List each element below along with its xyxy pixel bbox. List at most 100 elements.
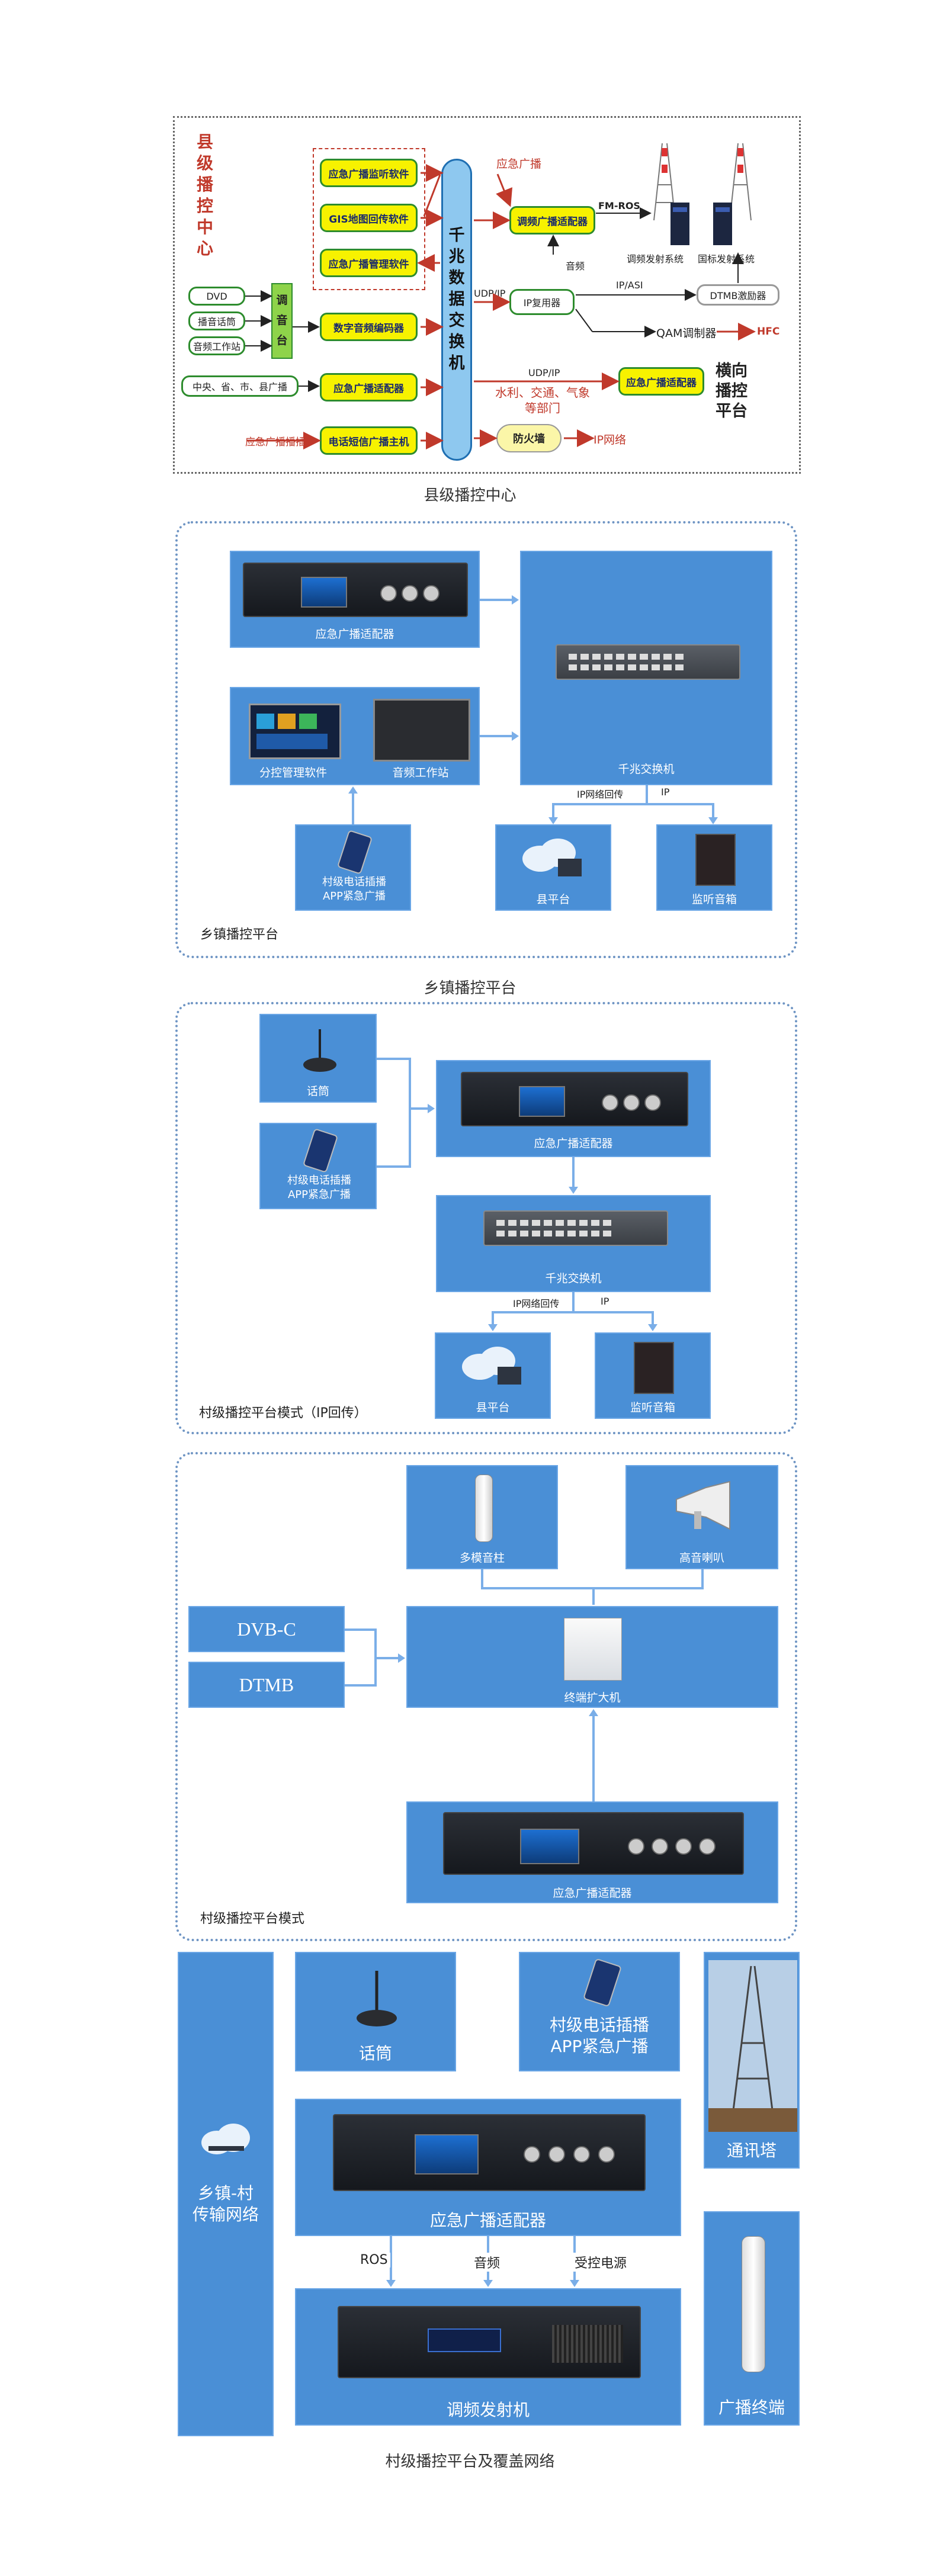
switch-device-image <box>483 1210 668 1246</box>
county-center-side-title: 县级播控中心 <box>196 132 213 258</box>
controlled-power-label: 受控电源 <box>572 2253 630 2272</box>
arrow <box>708 817 718 824</box>
software-group-frame <box>313 148 425 290</box>
broadcast-terminal-panel: 广播终端 <box>704 2211 800 2426</box>
tower-icon <box>708 1960 797 2132</box>
phone-icon <box>336 830 373 875</box>
connector <box>345 1684 376 1687</box>
phone-insert-label: 应急广播播插 <box>245 436 306 448</box>
village-ip-county-label: 县平台 <box>476 1401 510 1414</box>
adapter-device-image <box>461 1072 688 1126</box>
tower-label: 通讯塔 <box>726 2141 777 2160</box>
adapter-device-image <box>443 1812 744 1875</box>
terminal-amp-panel: 终端扩大机 <box>406 1606 778 1708</box>
connector <box>377 1058 410 1060</box>
township-speaker-panel: 监听音箱 <box>656 824 772 911</box>
speaker-icon <box>695 834 736 886</box>
dtmb-box: DTMB <box>188 1662 345 1708</box>
village-mode-frame <box>175 1452 797 1941</box>
workstation-label: 音频工作站 <box>392 766 449 779</box>
mic-input: 播音话筒 <box>188 311 245 330</box>
departments-label: 水利、交通、气象等部门 <box>495 386 590 415</box>
connector <box>701 1569 704 1588</box>
horn-speaker-panel: 高音喇叭 <box>625 1465 778 1569</box>
audio-label: 音频 <box>471 2253 503 2272</box>
ip-back-label: IP网络回传 <box>575 786 626 801</box>
broadcast-terminal-label: 广播终端 <box>718 2398 785 2417</box>
microphone-icon <box>355 1966 398 2031</box>
audio-workstation-input: 音频工作站 <box>188 336 245 355</box>
switch-device-image <box>556 644 740 680</box>
terminal-amp-label: 终端扩大机 <box>564 1691 621 1704</box>
firewall-box: 防火墙 <box>496 424 562 452</box>
connector <box>480 735 513 737</box>
audio-encoder-box: 数字音频编码器 <box>320 313 418 341</box>
village-ip-switch-label: 千兆交换机 <box>545 1272 602 1285</box>
arrow <box>648 1324 657 1331</box>
connector <box>377 1165 410 1168</box>
broadcast-sources-input: 中央、省、市、县广播 <box>181 375 299 397</box>
township-switch-panel: 千兆交换机 <box>520 551 772 785</box>
connector <box>480 599 513 601</box>
arrow <box>428 1104 435 1113</box>
connector <box>652 1311 654 1325</box>
section5-mic-label: 话筒 <box>358 2044 392 2063</box>
audio-label: 音频 <box>566 261 585 272</box>
udp-ip-label-2: UDP/IP <box>528 367 560 378</box>
column-speaker-panel: 多模音柱 <box>406 1465 558 1569</box>
township-adapter-panel: 应急广播适配器 <box>230 551 480 648</box>
village-ip-title: 村级播控平台模式（IP回传） <box>199 1406 367 1421</box>
section5-adapter-panel: 应急广播适配器 <box>295 2099 681 2236</box>
ip-network-label: IP网络 <box>593 433 627 447</box>
arrow <box>548 817 558 824</box>
arrow <box>398 1653 405 1663</box>
horn-speaker-label: 高音喇叭 <box>679 1552 724 1565</box>
software-label: 分控管理软件 <box>259 766 327 779</box>
speaker-icon <box>634 1342 674 1394</box>
village-mode-title: 村级播控平台模式 <box>200 1912 305 1926</box>
village-mode-adapter-label: 应急广播适配器 <box>553 1887 632 1900</box>
arrow <box>488 1324 498 1331</box>
broadcast-terminal-icon <box>742 2236 765 2372</box>
township-adapter-label: 应急广播适配器 <box>315 628 394 641</box>
village-ip-adapter-label: 应急广播适配器 <box>534 1137 613 1150</box>
township-county-panel: 县平台 <box>495 824 611 911</box>
adapter-device-image <box>243 563 468 617</box>
ip-label: IP <box>659 786 672 798</box>
ip-mux-box: IP复用器 <box>509 289 575 315</box>
connector <box>492 1311 494 1325</box>
horn-speaker-icon <box>670 1476 736 1535</box>
connector <box>352 794 354 824</box>
connector <box>481 1569 483 1588</box>
horizontal-platform-label: 横向播控平台 <box>716 362 747 420</box>
township-platform-caption: 乡镇播控平台 <box>424 979 516 997</box>
column-speaker-icon <box>475 1475 493 1542</box>
phone-icon <box>583 1958 622 2008</box>
connector <box>552 803 713 805</box>
fm-transmitter-panel: 调频发射机 <box>295 2288 681 2426</box>
ros-label: ROS <box>358 2253 390 2267</box>
village-ip-adapter-panel: 应急广播适配器 <box>436 1060 711 1157</box>
connector <box>409 1107 428 1110</box>
microphone-icon <box>302 1026 338 1075</box>
county-adapter-box: 应急广播适配器 <box>320 373 418 402</box>
arrow <box>570 2280 579 2287</box>
transmitter-device-image <box>338 2306 641 2378</box>
village-ip-switch-panel: 千兆交换机 <box>436 1195 711 1292</box>
township-platform-title: 乡镇播控平台 <box>200 927 279 942</box>
software-screen-image <box>249 704 341 759</box>
cloud-icon <box>516 835 588 880</box>
connector <box>712 803 714 818</box>
village-ip-speaker-label: 监听音箱 <box>630 1401 675 1414</box>
ip-label: IP <box>598 1296 612 1307</box>
township-platform-frame <box>175 521 797 958</box>
connector <box>345 1629 376 1631</box>
tower-panel: 通讯塔 <box>704 1952 800 2169</box>
village-coverage-caption: 村级播控平台及覆盖网络 <box>385 2453 555 2471</box>
